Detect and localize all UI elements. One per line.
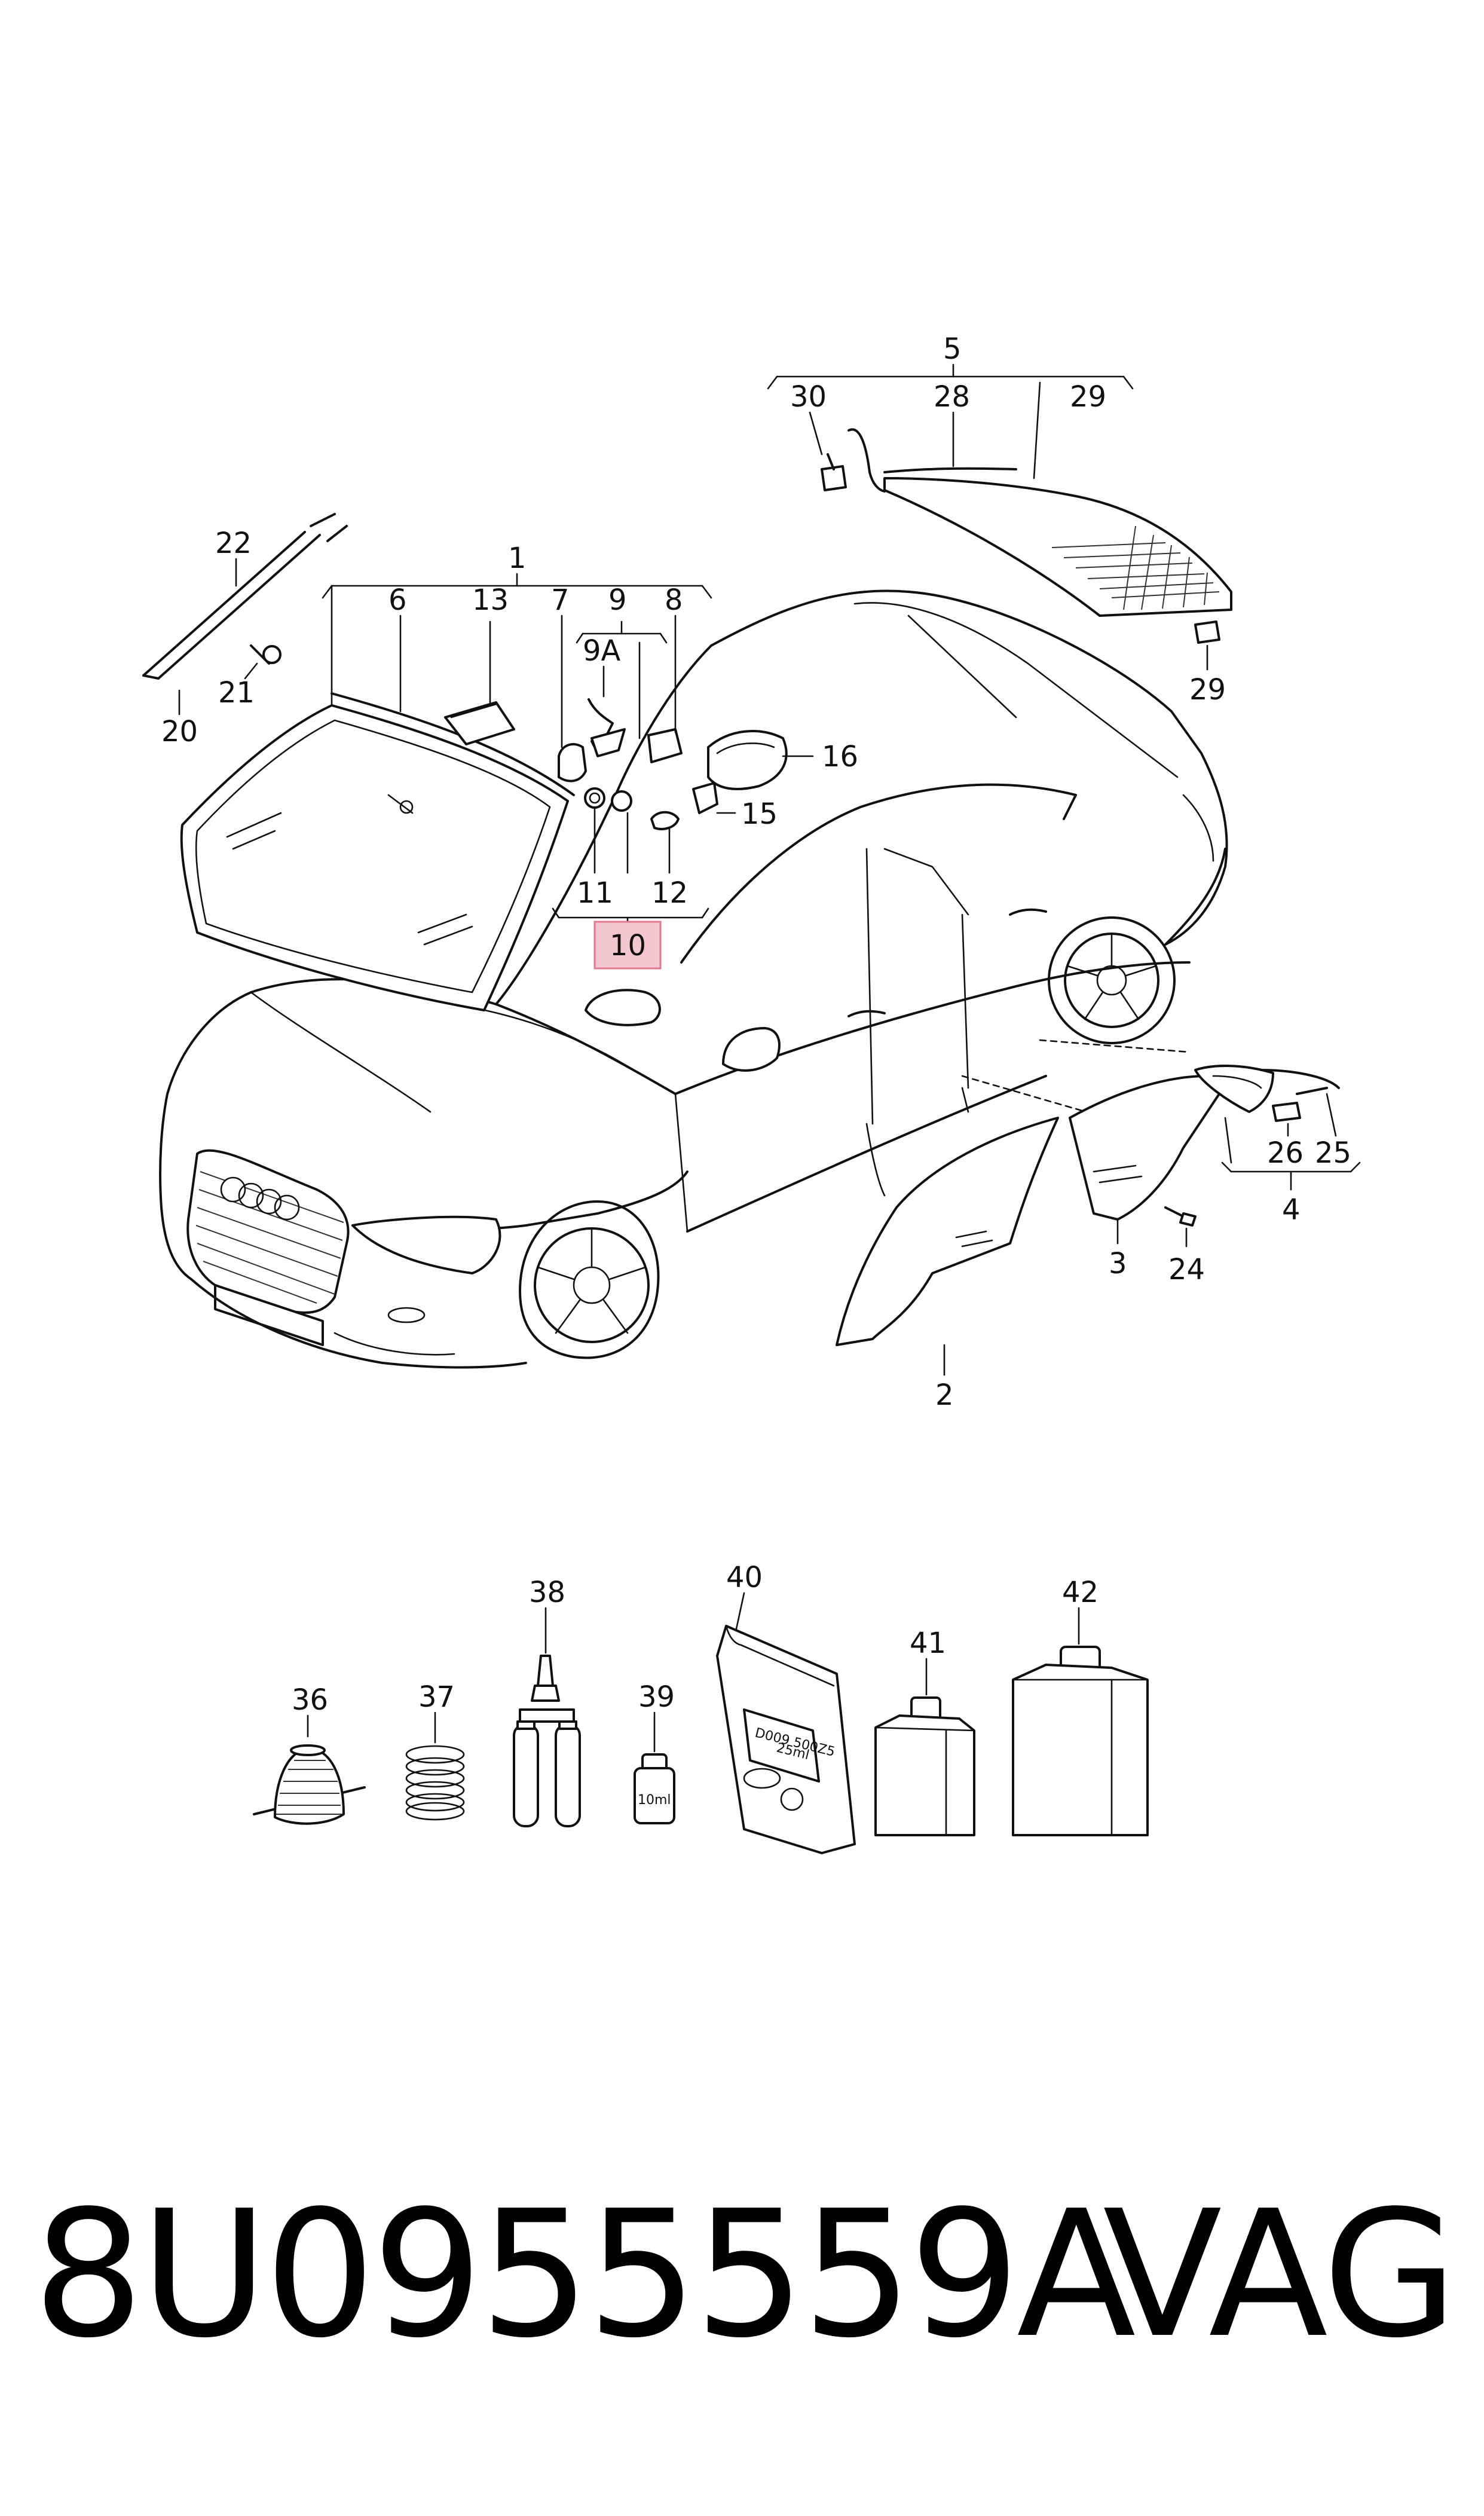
callout-30: 30 bbox=[790, 380, 827, 414]
callout-39: 39 bbox=[638, 1680, 675, 1714]
callout-38: 38 bbox=[529, 1576, 565, 1609]
callout-13: 13 bbox=[472, 583, 509, 617]
door-glass-part-3 bbox=[1069, 1075, 1220, 1221]
coil-37 bbox=[405, 1745, 465, 1821]
quarter-glass-part-4 bbox=[1194, 1065, 1340, 1122]
part-number: 8U0955559A bbox=[33, 2173, 1136, 2376]
callout-21: 21 bbox=[218, 676, 255, 710]
rear-window-part bbox=[821, 428, 1232, 644]
consumables-row: 10ml D009 500Z5 25ml bbox=[253, 1561, 1149, 1854]
footer: 8U0955559A VAG bbox=[33, 2173, 1458, 2376]
bag-40: D009 500Z5 25ml bbox=[716, 1625, 856, 1854]
callout-29-lower: 29 bbox=[1189, 673, 1226, 707]
car-body-illustration bbox=[159, 589, 1228, 1369]
callout-22: 22 bbox=[215, 527, 252, 560]
windshield-part bbox=[180, 692, 575, 1011]
highlight-box-10 bbox=[593, 921, 662, 970]
bottle-41 bbox=[874, 1696, 975, 1836]
callout-29-upper: 29 bbox=[1070, 380, 1106, 414]
callout-25: 25 bbox=[1315, 1136, 1351, 1170]
callout-15: 15 bbox=[741, 797, 778, 831]
bolt-part-24 bbox=[1164, 1206, 1197, 1227]
callout-8: 8 bbox=[665, 583, 683, 617]
callout-12: 12 bbox=[651, 876, 688, 910]
callout-40: 40 bbox=[726, 1561, 763, 1594]
sensor-parts-group bbox=[558, 698, 788, 830]
callout-16: 16 bbox=[822, 740, 858, 774]
callout-37: 37 bbox=[418, 1680, 455, 1714]
bottle-label: 10ml bbox=[638, 1793, 671, 1808]
callout-28: 28 bbox=[934, 380, 970, 414]
callout-20: 20 bbox=[161, 715, 198, 748]
roof-moulding-part bbox=[142, 513, 348, 680]
callout-labels: 1 6 13 7 9 8 9A 16 15 11 12 10 22 21 20 … bbox=[161, 332, 1351, 1412]
callout-10: 10 bbox=[610, 929, 646, 962]
callout-7: 7 bbox=[551, 583, 570, 617]
canister-42 bbox=[1012, 1646, 1149, 1836]
tape-roll-36 bbox=[253, 1744, 366, 1825]
callout-11: 11 bbox=[577, 876, 613, 910]
small-bottle-39: 10ml bbox=[634, 1753, 675, 1824]
leader-lines bbox=[178, 363, 1361, 1376]
door-glass-part-2 bbox=[836, 1117, 1059, 1346]
callout-6: 6 bbox=[388, 583, 407, 617]
callout-42: 42 bbox=[1062, 1576, 1099, 1609]
brand: VAG bbox=[1103, 2173, 1458, 2376]
clip-part-21 bbox=[250, 644, 281, 665]
callout-5: 5 bbox=[943, 332, 962, 366]
callout-3: 3 bbox=[1109, 1247, 1127, 1280]
callout-36: 36 bbox=[292, 1683, 328, 1717]
callout-9a: 9A bbox=[583, 634, 621, 668]
sensor-cover-13 bbox=[444, 701, 515, 745]
callout-26: 26 bbox=[1267, 1136, 1304, 1170]
twin-cartridge-38 bbox=[513, 1655, 581, 1827]
callout-9: 9 bbox=[608, 583, 627, 617]
callout-1: 1 bbox=[508, 542, 527, 575]
callout-2: 2 bbox=[935, 1378, 954, 1412]
callout-4: 4 bbox=[1282, 1193, 1301, 1227]
callout-41: 41 bbox=[910, 1627, 946, 1660]
callout-24: 24 bbox=[1168, 1253, 1205, 1286]
